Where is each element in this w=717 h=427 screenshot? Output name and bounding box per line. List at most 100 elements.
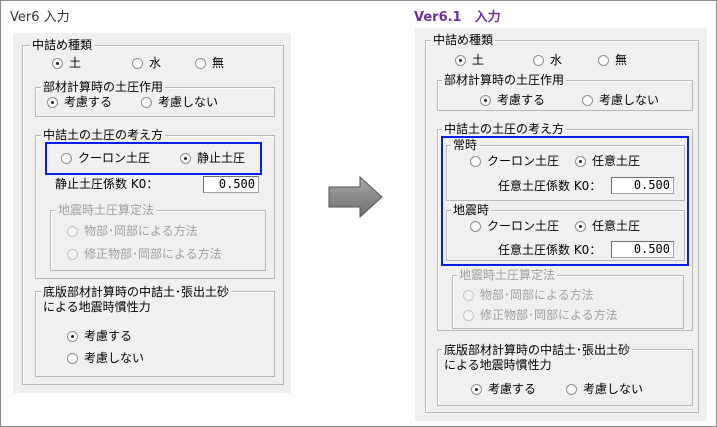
radio-label: 無 bbox=[212, 56, 225, 70]
radio-label: クーロン土圧 bbox=[487, 154, 560, 168]
radio-consider[interactable]: 考慮する bbox=[47, 95, 112, 109]
ver61-title: Ver6.1 入力 bbox=[414, 10, 501, 25]
radio-mononobe-okabe[interactable]: 物部･岡部による方法 bbox=[463, 288, 594, 302]
radio-label: 考慮しない bbox=[583, 382, 644, 396]
radio-label: 修正物部･岡部による方法 bbox=[84, 247, 222, 261]
group-title: 中詰め種類 bbox=[431, 33, 496, 47]
radio-coulomb[interactable]: クーロン土圧 bbox=[61, 151, 150, 165]
radio-unchecked-icon bbox=[470, 155, 481, 167]
highlight-box bbox=[45, 142, 262, 175]
radio-unchecked-icon bbox=[195, 57, 206, 69]
radio-label: 静止土圧 bbox=[197, 151, 246, 165]
radio-water[interactable]: 水 bbox=[132, 56, 161, 70]
radio-coulomb[interactable]: クーロン土圧 bbox=[470, 154, 559, 168]
radio-label: 任意土圧 bbox=[592, 154, 641, 168]
radio-checked-icon bbox=[52, 57, 63, 69]
radio-label: クーロン土圧 bbox=[78, 151, 151, 165]
radio-label: 考慮する bbox=[497, 93, 546, 107]
k0-label: 静止土圧係数 K0： bbox=[55, 177, 159, 191]
radio-water[interactable]: 水 bbox=[533, 53, 562, 67]
radio-consider[interactable]: 考慮する bbox=[480, 93, 545, 107]
radio-label: 水 bbox=[550, 53, 563, 67]
radio-arbitrary[interactable]: 任意土圧 bbox=[575, 154, 640, 168]
radio-unchecked-icon bbox=[463, 309, 474, 321]
radio-label: 考慮しない bbox=[158, 95, 219, 109]
k0-input[interactable]: 0.500 bbox=[203, 176, 259, 193]
radio-checked-icon bbox=[67, 330, 78, 342]
seismic-group bbox=[446, 210, 685, 261]
radio-label: 考慮する bbox=[84, 329, 133, 343]
radio-label: 土 bbox=[472, 53, 485, 67]
radio-label: 考慮しない bbox=[599, 93, 660, 107]
arrow-right-icon bbox=[328, 176, 383, 218]
radio-consider[interactable]: 考慮する bbox=[67, 329, 132, 343]
k0-input[interactable]: 0.500 bbox=[611, 177, 674, 194]
radio-label: 考慮しない bbox=[84, 351, 145, 365]
radio-modified-mononobe-okabe[interactable]: 修正物部･岡部による方法 bbox=[67, 247, 222, 261]
radio-soil[interactable]: 土 bbox=[52, 56, 81, 70]
group-title-line2: による地震時慣性力 bbox=[43, 300, 151, 314]
radio-coulomb[interactable]: クーロン土圧 bbox=[470, 219, 559, 233]
radio-not-consider[interactable]: 考慮しない bbox=[141, 95, 218, 109]
group-title: 部材計算時の土圧作用 bbox=[41, 80, 166, 94]
radio-unchecked-icon bbox=[470, 220, 481, 232]
radio-unchecked-icon bbox=[141, 96, 152, 108]
radio-checked-icon bbox=[471, 383, 482, 395]
radio-unchecked-icon bbox=[582, 94, 593, 106]
radio-consider[interactable]: 考慮する bbox=[471, 382, 536, 396]
radio-unchecked-icon bbox=[61, 152, 72, 164]
radio-checked-icon bbox=[180, 152, 191, 164]
radio-mononobe-okabe[interactable]: 物部･岡部による方法 bbox=[67, 224, 198, 238]
ver6-fill-type-group bbox=[22, 45, 284, 385]
radio-unchecked-icon bbox=[67, 248, 78, 260]
radio-unchecked-icon bbox=[463, 289, 474, 301]
seismic-method-group bbox=[50, 210, 266, 271]
radio-label: 任意土圧 bbox=[592, 219, 641, 233]
radio-none[interactable]: 無 bbox=[598, 53, 627, 67]
radio-checked-icon bbox=[47, 96, 58, 108]
radio-arbitrary[interactable]: 任意土圧 bbox=[575, 219, 640, 233]
group-title: 地震時 bbox=[451, 203, 492, 217]
radio-not-consider[interactable]: 考慮しない bbox=[67, 351, 144, 365]
group-title: 中詰め種類 bbox=[30, 38, 95, 52]
radio-checked-icon bbox=[455, 54, 466, 66]
ver6-title: Ver6 入力 bbox=[10, 10, 70, 25]
radio-label: 物部･岡部による方法 bbox=[480, 288, 594, 302]
radio-label: 考慮する bbox=[488, 382, 537, 396]
radio-unchecked-icon bbox=[598, 54, 609, 66]
radio-unchecked-icon bbox=[67, 352, 78, 364]
radio-at-rest[interactable]: 静止土圧 bbox=[180, 151, 245, 165]
radio-label: 考慮する bbox=[64, 95, 113, 109]
radio-not-consider[interactable]: 考慮しない bbox=[582, 93, 659, 107]
radio-soil[interactable]: 土 bbox=[455, 53, 484, 67]
k0-label: 任意土圧係数 K0： bbox=[498, 179, 602, 193]
radio-unchecked-icon bbox=[132, 57, 143, 69]
radio-label: 物部･岡部による方法 bbox=[84, 224, 198, 238]
seismic-method-group bbox=[452, 275, 684, 329]
group-title: 部材計算時の土圧作用 bbox=[442, 73, 567, 87]
ver61-fill-type-group bbox=[425, 40, 699, 413]
radio-modified-mononobe-okabe[interactable]: 修正物部･岡部による方法 bbox=[463, 308, 618, 322]
radio-checked-icon bbox=[480, 94, 491, 106]
radio-label: クーロン土圧 bbox=[487, 219, 560, 233]
radio-label: 無 bbox=[615, 53, 628, 67]
radio-not-consider[interactable]: 考慮しない bbox=[566, 382, 643, 396]
normal-group bbox=[446, 145, 685, 201]
group-title-line2: による地震時慣性力 bbox=[444, 358, 552, 372]
radio-checked-icon bbox=[575, 220, 586, 232]
k0-label: 任意土圧係数 K0： bbox=[498, 243, 602, 257]
radio-unchecked-icon bbox=[566, 383, 577, 395]
highlight-box bbox=[441, 136, 689, 266]
radio-none[interactable]: 無 bbox=[195, 56, 224, 70]
group-title: 地震時土圧算定法 bbox=[56, 203, 157, 217]
k0-input[interactable]: 0.500 bbox=[611, 241, 674, 258]
group-title: 底版部材計算時の中詰土･張出土砂 bbox=[442, 343, 633, 357]
radio-unchecked-icon bbox=[67, 225, 78, 237]
radio-label: 土 bbox=[69, 56, 82, 70]
group-title: 中詰土の土圧の考え方 bbox=[41, 128, 166, 142]
group-title: 底版部材計算時の中詰土･張出土砂 bbox=[41, 285, 232, 299]
group-title: 地震時土圧算定法 bbox=[457, 268, 558, 282]
radio-unchecked-icon bbox=[533, 54, 544, 66]
radio-label: 水 bbox=[149, 56, 162, 70]
group-title: 中詰土の土圧の考え方 bbox=[442, 122, 567, 136]
